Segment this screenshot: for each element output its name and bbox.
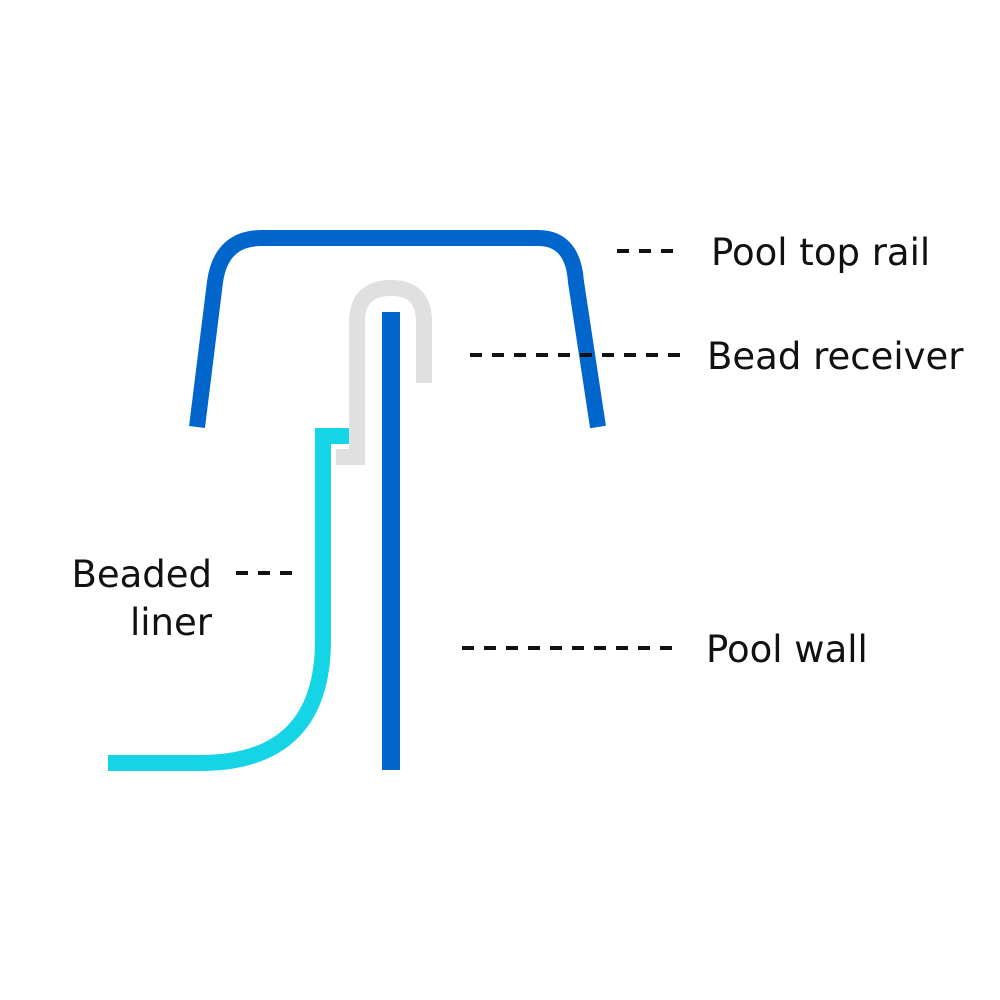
beaded-liner-label-line1: Beaded [71,553,212,596]
pool-wall-label: Pool wall [706,628,868,671]
top-rail-label: Pool top rail [711,231,930,274]
beaded-liner-label-line2: liner [130,601,213,644]
bead-receiver-label: Bead receiver [707,335,964,378]
bead-receiver [336,279,432,465]
beaded-liner [108,428,349,771]
pool-top-rail [189,230,606,429]
